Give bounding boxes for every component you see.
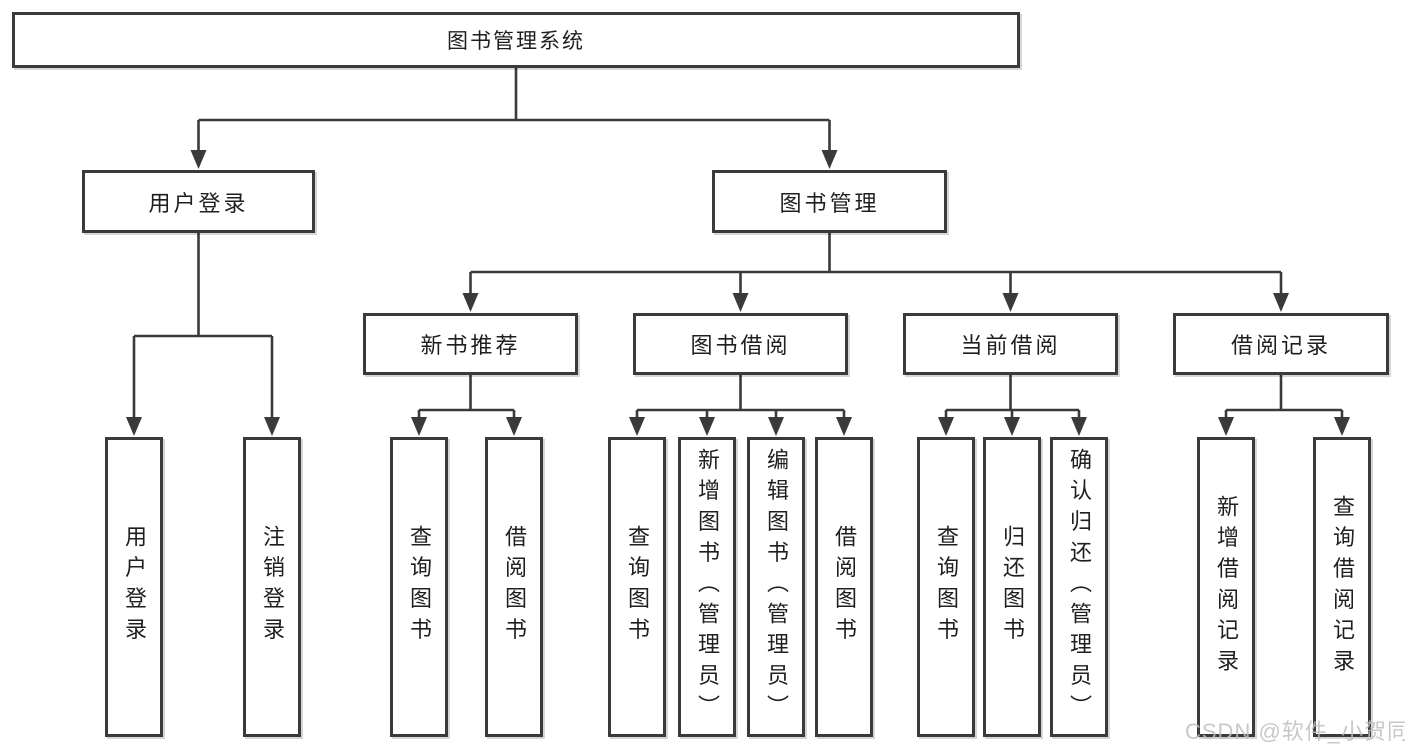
node-return-books: 归还图书 <box>983 437 1041 737</box>
node-new-book-rec-label: 新书推荐 <box>420 333 521 358</box>
node-book-mgmt-label: 图书管理 <box>779 190 880 216</box>
node-logout-label: 注销登录 <box>260 525 285 649</box>
node-book-borrow: 图书借阅 <box>633 313 848 375</box>
node-query-books-current: 查询图书 <box>917 437 975 737</box>
node-confirm-return: 确认归还（管理员） <box>1050 437 1108 737</box>
node-add-books-label: 新增图书（管理员） <box>695 448 720 726</box>
node-book-borrow-label: 图书借阅 <box>690 333 791 358</box>
node-edit-books-label: 编辑图书（管理员） <box>764 448 789 726</box>
node-query-books-borrow: 查询图书 <box>608 437 666 737</box>
node-add-borrow-record: 新增借阅记录 <box>1197 437 1255 737</box>
node-query-books-borrow-label: 查询图书 <box>625 525 650 649</box>
node-query-books-current-label: 查询图书 <box>934 525 959 649</box>
node-query-borrow-record-label: 查询借阅记录 <box>1330 494 1355 680</box>
node-new-book-rec: 新书推荐 <box>363 313 578 375</box>
node-query-borrow-record: 查询借阅记录 <box>1313 437 1371 737</box>
node-user-login: 用户登录 <box>82 170 315 233</box>
node-borrow-books-rec: 借阅图书 <box>485 437 543 737</box>
node-book-mgmt: 图书管理 <box>712 170 947 233</box>
node-query-books-rec: 查询图书 <box>390 437 448 737</box>
node-query-books-rec-label: 查询图书 <box>407 525 432 649</box>
node-borrow-books-rec-label: 借阅图书 <box>502 525 527 649</box>
node-return-books-label: 归还图书 <box>1000 525 1025 649</box>
node-add-borrow-record-label: 新增借阅记录 <box>1214 494 1239 680</box>
node-confirm-return-label: 确认归还（管理员） <box>1067 448 1092 726</box>
node-add-books: 新增图书（管理员） <box>678 437 736 737</box>
node-borrow-books: 借阅图书 <box>815 437 873 737</box>
node-edit-books: 编辑图书（管理员） <box>747 437 805 737</box>
node-root: 图书管理系统 <box>12 12 1020 68</box>
node-root-label: 图书管理系统 <box>447 30 585 53</box>
node-borrow-records: 借阅记录 <box>1173 313 1389 375</box>
node-current-borrow-label: 当前借阅 <box>960 333 1061 358</box>
node-logout: 注销登录 <box>243 437 301 737</box>
node-borrow-records-label: 借阅记录 <box>1230 333 1331 358</box>
node-login: 用户登录 <box>105 437 163 737</box>
csdn-watermark: CSDN @软件_小贺同学 <box>1185 719 1405 744</box>
node-borrow-books-label: 借阅图书 <box>832 525 857 649</box>
node-user-login-label: 用户登录 <box>148 190 249 216</box>
node-current-borrow: 当前借阅 <box>903 313 1118 375</box>
node-login-label: 用户登录 <box>122 525 147 649</box>
